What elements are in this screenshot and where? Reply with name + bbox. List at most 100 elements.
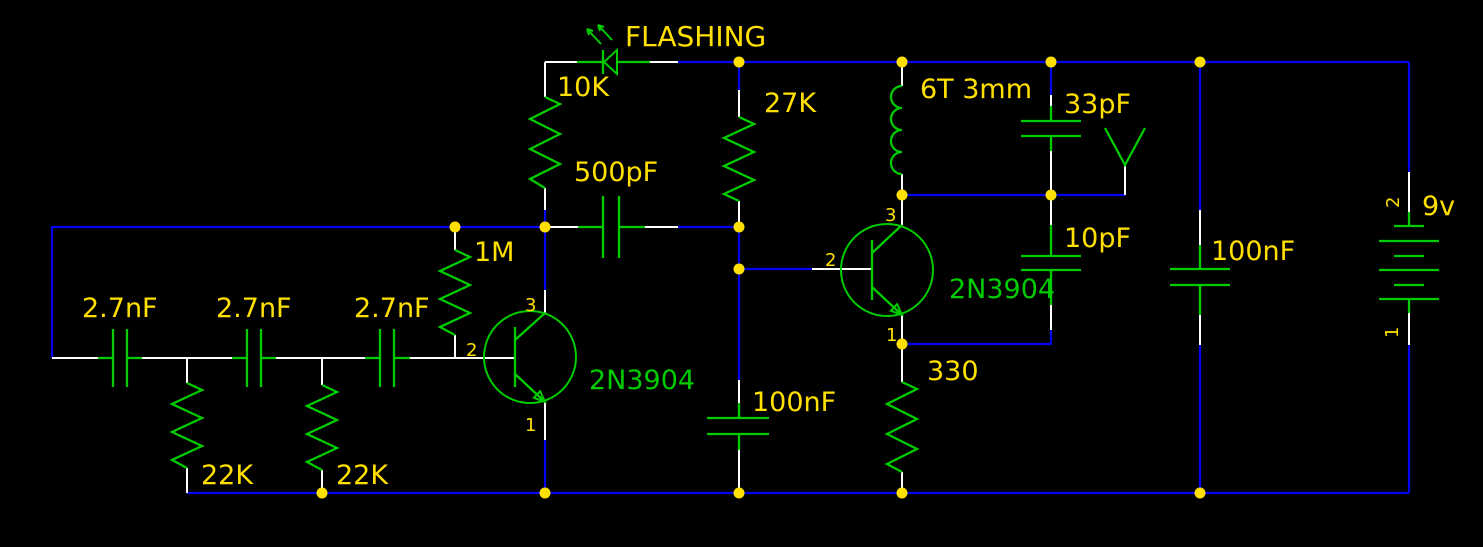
wires-blue xyxy=(50,60,1411,495)
led-annotation-label: FLASHING xyxy=(625,20,766,53)
labels: FLASHING 10K 27K 500pF 1M 2.7nF 2.7nF 2.… xyxy=(82,20,1455,491)
feedback-wire[interactable] xyxy=(50,210,739,358)
q1-pin2-label: 2 xyxy=(466,340,477,361)
capacitor-10p[interactable] xyxy=(1021,225,1081,305)
junction-dot xyxy=(316,487,328,499)
transistor-emitter xyxy=(514,373,546,403)
c2-value-label: 2.7nF xyxy=(216,293,292,324)
battery-short-plates xyxy=(1394,224,1424,287)
transistor-collector xyxy=(871,224,903,254)
junction-dot xyxy=(733,221,745,233)
c10p-value-label: 10pF xyxy=(1064,223,1131,254)
led-emission-arrow-icon xyxy=(597,24,613,41)
battery-9v[interactable] xyxy=(1379,212,1439,313)
resistor-22k-a[interactable] xyxy=(169,381,205,470)
transistor-body xyxy=(483,310,577,404)
q2-pin3-label: 3 xyxy=(885,205,896,226)
r1m-value-label: 1M xyxy=(474,237,514,268)
inductor-coil xyxy=(889,84,903,176)
led-triangle xyxy=(602,47,618,77)
transistor-emitter xyxy=(871,286,903,316)
resistor-body xyxy=(437,248,473,337)
resistor-330[interactable] xyxy=(884,380,920,474)
resistor-body xyxy=(527,95,563,189)
battery-pin2-label: 2 xyxy=(1383,197,1404,208)
resistor-body xyxy=(884,380,920,474)
emitter-arrow-icon xyxy=(889,302,904,317)
top-power-rail-wire[interactable] xyxy=(678,60,1411,493)
resistor-body xyxy=(169,381,205,470)
transistor-collector xyxy=(514,312,546,341)
capacitor-plates xyxy=(111,329,129,387)
junction-dot xyxy=(539,487,551,499)
capacitor-plates xyxy=(1021,254,1081,272)
resistor-body xyxy=(304,383,340,472)
capacitor-2n7-2[interactable] xyxy=(232,329,276,387)
resistor-body xyxy=(721,115,757,203)
junction-dot xyxy=(896,189,908,201)
r330-value-label: 330 xyxy=(927,356,979,387)
r10k-value-label: 10K xyxy=(557,72,610,103)
resistor-10k[interactable] xyxy=(527,95,563,189)
emitter-arrow-icon xyxy=(532,389,547,404)
c1-value-label: 2.7nF xyxy=(82,293,158,324)
led-emission-arrow-icon xyxy=(586,28,602,45)
r27k-value-label: 27K xyxy=(764,88,817,119)
capacitor-2n7-1[interactable] xyxy=(98,329,142,387)
inductor-value-label: 6T 3mm xyxy=(920,74,1032,105)
capacitor-500p[interactable] xyxy=(578,196,645,258)
junction-dot xyxy=(449,221,461,233)
junction-dot xyxy=(1194,56,1206,68)
q1-pin1-label: 1 xyxy=(525,415,536,436)
capacitor-plates xyxy=(601,196,621,258)
capacitor-100n-mid[interactable] xyxy=(707,403,769,450)
c500p-value-label: 500pF xyxy=(574,157,658,188)
capacitor-plates xyxy=(1021,119,1081,138)
pin-labels: 3 2 1 3 2 1 2 1 xyxy=(466,197,1404,436)
junction-dot xyxy=(1045,56,1057,68)
transistor-q2[interactable] xyxy=(840,223,934,317)
q2-part-label: 2N3904 xyxy=(949,274,1055,305)
led-flashing[interactable] xyxy=(577,24,650,77)
leads-white xyxy=(52,61,1410,493)
transistor-q1[interactable] xyxy=(483,310,577,404)
c100n-out-value-label: 100nF xyxy=(1211,236,1295,267)
junction-dot xyxy=(733,263,745,275)
junction-dot xyxy=(539,221,551,233)
r22kb-value-label: 22K xyxy=(336,460,389,491)
junction-dot xyxy=(733,56,745,68)
resistor-1m[interactable] xyxy=(437,248,473,337)
c100n-mid-value-label: 100nF xyxy=(752,387,836,418)
c33p-value-label: 33pF xyxy=(1064,89,1131,120)
capacitor-100n-out[interactable] xyxy=(1170,245,1230,315)
capacitor-plates xyxy=(707,416,769,436)
junction-dots xyxy=(316,56,1206,499)
junction-dot xyxy=(733,487,745,499)
junction-dot xyxy=(896,56,908,68)
c3-value-label: 2.7nF xyxy=(354,293,430,324)
antenna-icon xyxy=(1103,127,1147,168)
junction-dot xyxy=(896,487,908,499)
resistor-27k[interactable] xyxy=(721,115,757,203)
battery-pin1-label: 1 xyxy=(1382,327,1403,338)
capacitor-plates xyxy=(1170,267,1230,287)
q2-pin1-label: 1 xyxy=(886,325,897,346)
capacitor-plates xyxy=(378,329,396,387)
q1-part-label: 2N3904 xyxy=(589,365,695,396)
transistor-body xyxy=(840,223,934,317)
junction-dot xyxy=(1045,189,1057,201)
q1-pin3-label: 3 xyxy=(525,295,536,316)
battery-long-plates xyxy=(1379,239,1439,301)
q2-pin2-label: 2 xyxy=(825,250,836,271)
inductor-6t[interactable] xyxy=(889,84,903,176)
capacitor-plates xyxy=(245,329,263,387)
r22ka-value-label: 22K xyxy=(201,460,254,491)
junction-dot xyxy=(896,338,908,350)
resistor-22k-b[interactable] xyxy=(304,383,340,472)
antenna[interactable] xyxy=(1103,127,1147,168)
capacitor-2n7-3[interactable] xyxy=(365,329,410,387)
capacitor-33p[interactable] xyxy=(1021,106,1081,151)
battery-value-label: 9v xyxy=(1422,191,1455,222)
